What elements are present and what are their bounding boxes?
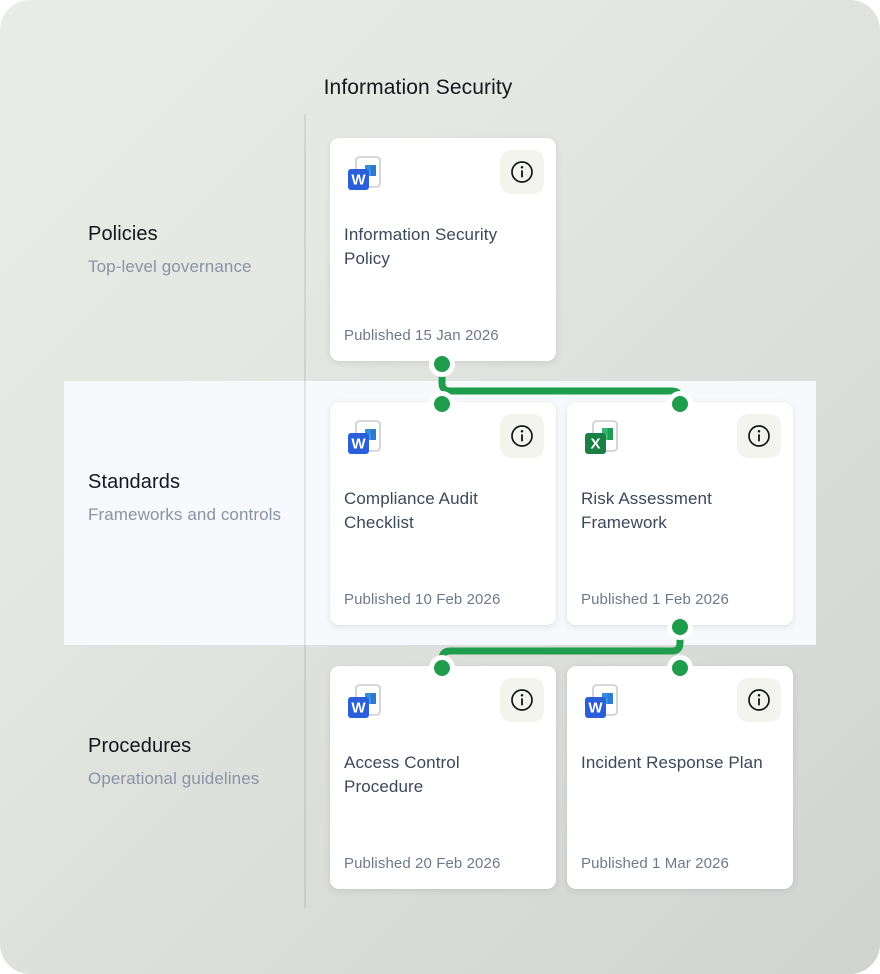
row-label-standards: Standards Frameworks and controls <box>88 470 298 526</box>
row-title-procedures: Procedures <box>88 735 192 757</box>
card-header: W <box>567 666 793 728</box>
excel-spreadsheet-icon: X <box>581 417 627 463</box>
document-card-compliance-audit-checklist[interactable]: W Compliance Audit Checklist Published 1… <box>330 402 556 625</box>
card-title: Risk Assessment Framework <box>581 489 712 533</box>
info-icon <box>511 161 533 183</box>
card-published-date: Published 1 Feb 2026 <box>581 591 729 608</box>
word-document-icon: W <box>344 153 390 199</box>
info-icon-button[interactable] <box>737 414 781 458</box>
info-icon <box>748 689 770 711</box>
info-icon-button[interactable] <box>500 414 544 458</box>
page-title: Information Security <box>323 76 513 99</box>
card-title: Incident Response Plan <box>581 753 763 772</box>
card-published-date: Published 10 Feb 2026 <box>344 591 501 608</box>
info-icon-button[interactable] <box>500 150 544 194</box>
row-subtitle-standards: Frameworks and controls <box>88 505 282 524</box>
card-header: W <box>330 402 556 464</box>
svg-text:W: W <box>588 700 603 717</box>
card-header: X <box>567 402 793 464</box>
row-label-policies: Policies Top-level governance <box>88 222 298 278</box>
info-icon <box>511 689 533 711</box>
card-header: W <box>330 138 556 200</box>
svg-text:W: W <box>351 700 366 717</box>
card-published-date: Published 20 Feb 2026 <box>344 855 501 872</box>
row-subtitle-policies: Top-level governance <box>88 257 252 276</box>
grid-divider <box>304 114 306 908</box>
document-card-risk-assessment-framework[interactable]: X Risk Assessment Framework Published 1 … <box>567 402 793 625</box>
document-card-incident-response-plan[interactable]: W Incident Response Plan Published 1 Mar… <box>567 666 793 889</box>
word-document-icon: W <box>344 681 390 727</box>
document-card-access-control-procedure[interactable]: W Access Control Procedure Published 20 … <box>330 666 556 889</box>
info-icon-button[interactable] <box>500 678 544 722</box>
svg-text:X: X <box>590 436 600 453</box>
row-label-procedures: Procedures Operational guidelines <box>88 734 298 790</box>
info-icon <box>511 425 533 447</box>
word-document-icon: W <box>344 417 390 463</box>
card-title: Information Security Policy <box>344 225 498 269</box>
word-document-icon: W <box>581 681 627 727</box>
card-published-date: Published 1 Mar 2026 <box>581 855 729 872</box>
row-title-policies: Policies <box>88 223 158 245</box>
card-published-date: Published 15 Jan 2026 <box>344 327 499 344</box>
row-title-standards: Standards <box>88 471 181 493</box>
card-title: Access Control Procedure <box>344 753 460 797</box>
card-header: W <box>330 666 556 728</box>
info-icon-button[interactable] <box>737 678 781 722</box>
info-icon <box>748 425 770 447</box>
svg-text:W: W <box>351 436 366 453</box>
svg-text:W: W <box>351 172 366 189</box>
document-card-information-security-policy[interactable]: W Information Security Policy Published … <box>330 138 556 361</box>
card-title: Compliance Audit Checklist <box>344 489 478 533</box>
row-subtitle-procedures: Operational guidelines <box>88 769 260 788</box>
